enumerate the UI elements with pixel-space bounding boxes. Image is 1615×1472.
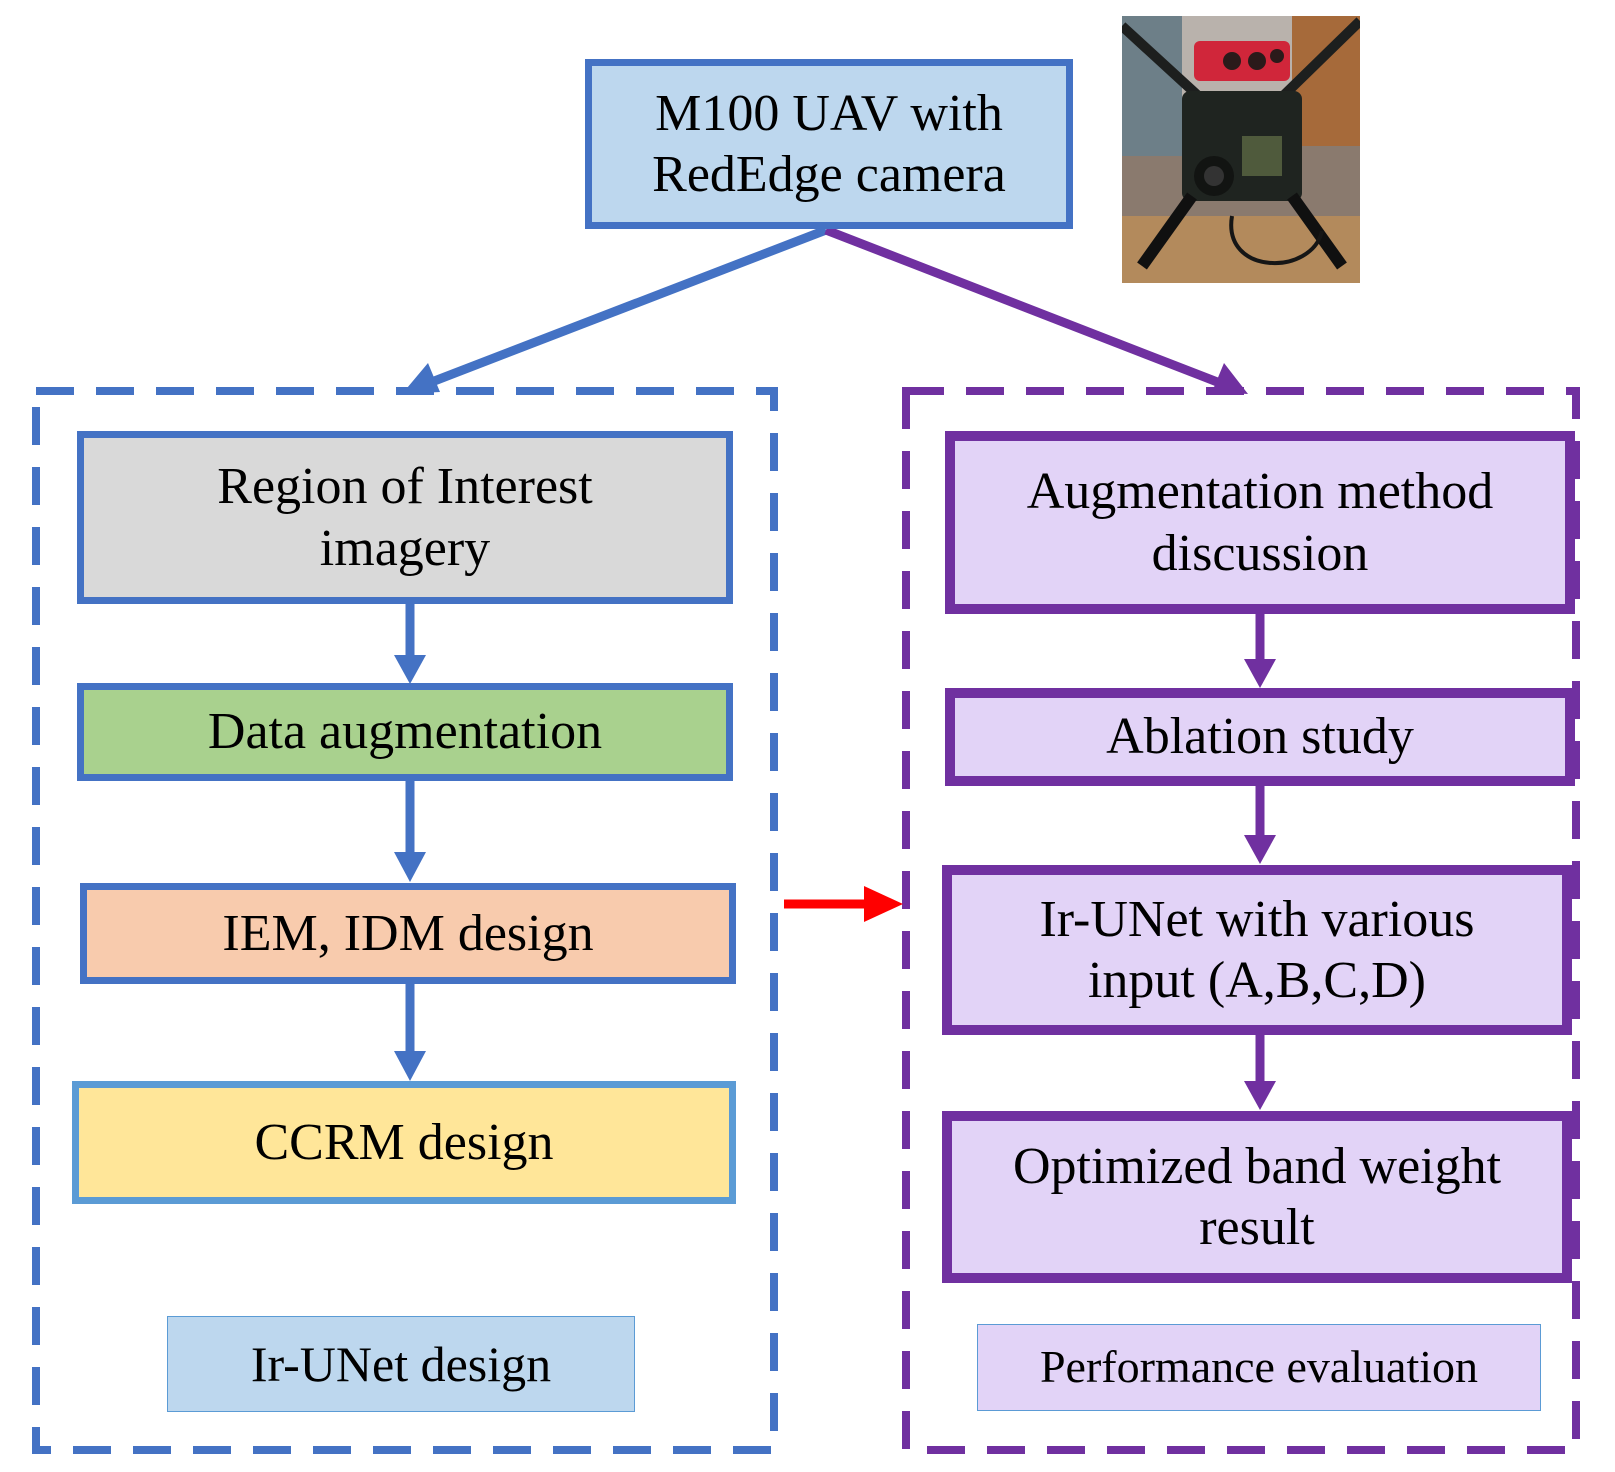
arrowhead-aug-to-iem [394, 852, 426, 882]
iem-idm-design-box: IEM, IDM design [80, 883, 736, 984]
aug-discussion-line1: Augmentation method [1026, 463, 1494, 521]
roi-line2: imagery [319, 519, 491, 577]
arrow-top-to-left [422, 225, 828, 390]
data-augmentation-box: Data augmentation [77, 683, 733, 781]
arrowhead-irunet-to-optimized [1244, 1081, 1276, 1110]
arrowhead-top-to-right [1212, 363, 1248, 394]
uav-camera-photo-icon [1122, 16, 1360, 283]
uav-camera-line1: M100 UAV with [655, 84, 1003, 142]
performance-evaluation-label: Performance evaluation [1039, 1341, 1479, 1393]
ir-unet-design-label: Ir-UNet design [250, 1335, 552, 1392]
arrowhead-roi-to-aug [394, 655, 426, 684]
optimized-line2: result [1199, 1199, 1315, 1256]
ir-unet-design-caption: Ir-UNet design [167, 1316, 635, 1412]
arrowhead-augdisc-to-ablation [1244, 659, 1276, 688]
arrowhead-iem-to-ccrm [394, 1051, 426, 1081]
arrowhead-ablation-to-irunet [1244, 835, 1276, 864]
uav-camera-box: M100 UAV with RedEdge camera [585, 59, 1073, 229]
roi-line1: Region of Interest [217, 458, 593, 516]
ir-unet-inputs-line1: Ir-UNet with various [1039, 890, 1475, 948]
optimized-band-weight-box: Optimized band weight result [942, 1111, 1572, 1283]
aug-discussion-line2: discussion [1151, 524, 1369, 582]
ir-unet-inputs-line2: input (A,B,C,D) [1087, 952, 1426, 1009]
performance-evaluation-caption: Performance evaluation [977, 1324, 1541, 1411]
roi-imagery-box: Region of Interest imagery [77, 431, 733, 604]
ablation-study-box: Ablation study [945, 688, 1575, 786]
ccrm-design-box: CCRM design [72, 1081, 736, 1204]
ir-unet-inputs-box: Ir-UNet with various input (A,B,C,D) [942, 865, 1572, 1035]
arrowhead-left-to-right-panel [864, 886, 903, 922]
arrow-top-to-right [824, 225, 1227, 390]
arrowhead-top-to-left [402, 363, 440, 394]
uav-camera-line2: RedEdge camera [652, 146, 1006, 203]
ablation-label: Ablation study [1106, 708, 1414, 766]
data-augmentation-label: Data augmentation [207, 703, 603, 761]
iem-idm-label: IEM, IDM design [222, 904, 594, 962]
augmentation-discussion-box: Augmentation method discussion [945, 431, 1575, 614]
ccrm-label: CCRM design [254, 1113, 554, 1171]
optimized-line1: Optimized band weight [1012, 1137, 1502, 1195]
